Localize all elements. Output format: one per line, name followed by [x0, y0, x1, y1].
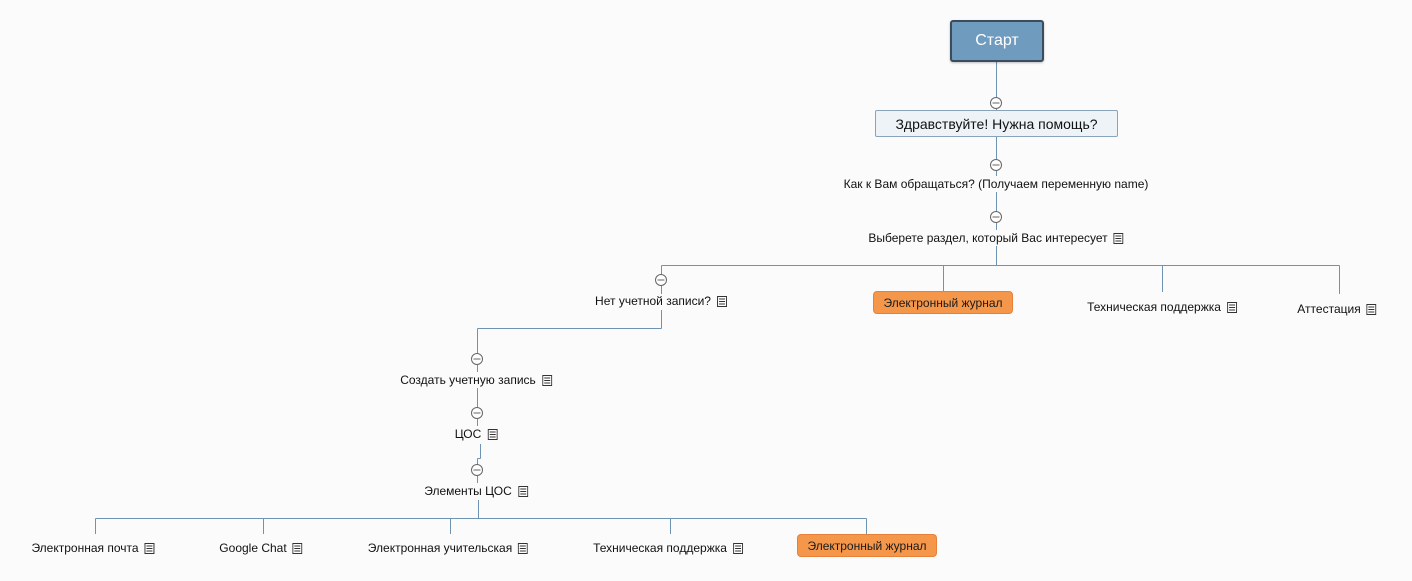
leaf-email-label: Электронная почта — [31, 541, 139, 555]
note-icon[interactable] — [1366, 303, 1377, 315]
tech-support-node[interactable]: Техническая поддержка — [1087, 299, 1237, 315]
choose-section-node[interactable]: Выберете раздел, который Вас интересует — [868, 230, 1124, 246]
leaf-journal-label: Электронный журнал — [807, 538, 927, 553]
ask-name-node[interactable]: Как к Вам обращаться? (Получаем переменн… — [844, 176, 1149, 192]
attestation-label: Аттестация — [1297, 302, 1361, 316]
choose-section-label: Выберете раздел, который Вас интересует — [868, 231, 1108, 245]
create-account-node[interactable]: Создать учетную запись — [400, 372, 552, 388]
tech-support-label: Техническая поддержка — [1087, 300, 1221, 314]
minus-circle-icon[interactable] — [471, 407, 483, 419]
note-icon[interactable] — [144, 542, 155, 554]
greeting-node-label: Здравствуйте! Нужна помощь? — [895, 115, 1098, 132]
note-icon[interactable] — [541, 374, 552, 386]
create-account-label: Создать учетную запись — [400, 373, 536, 387]
leaf-teachers-room-label: Электронная учительская — [367, 541, 513, 555]
minus-circle-icon[interactable] — [471, 353, 483, 365]
start-node[interactable]: Старт — [950, 20, 1044, 62]
note-icon[interactable] — [1226, 301, 1237, 313]
note-icon[interactable] — [1113, 232, 1124, 244]
tsos-label: ЦОС — [454, 427, 482, 441]
note-icon[interactable] — [732, 542, 743, 554]
minus-circle-icon[interactable] — [990, 97, 1002, 109]
attestation-node[interactable]: Аттестация — [1297, 301, 1377, 317]
start-node-label: Старт — [975, 32, 1019, 49]
leaf-tech-support-node[interactable]: Техническая поддержка — [593, 540, 743, 556]
note-icon[interactable] — [487, 428, 498, 440]
ask-name-label: Как к Вам обращаться? (Получаем переменн… — [843, 177, 1149, 191]
leaf-teachers-room-node[interactable]: Электронная учительская — [367, 540, 529, 556]
minus-circle-icon[interactable] — [990, 159, 1002, 171]
leaf-email-node[interactable]: Электронная почта — [31, 540, 155, 556]
minus-circle-icon[interactable] — [990, 211, 1002, 223]
tsos-node[interactable]: ЦОС — [455, 426, 498, 442]
note-icon[interactable] — [716, 295, 727, 307]
minus-circle-icon[interactable] — [655, 274, 667, 286]
note-icon[interactable] — [292, 542, 303, 554]
tsos-elements-label: Элементы ЦОС — [424, 484, 512, 498]
tsos-elements-node[interactable]: Элементы ЦОС — [424, 483, 528, 499]
leaf-google-chat-label: Google Chat — [219, 541, 287, 555]
no-account-label: Нет учетной записи? — [595, 294, 711, 308]
leaf-tech-support-label: Техническая поддержка — [593, 541, 727, 555]
leaf-journal-node[interactable]: Электронный журнал — [797, 534, 937, 557]
minus-circle-icon[interactable] — [471, 464, 483, 476]
greeting-node[interactable]: Здравствуйте! Нужна помощь? — [875, 110, 1118, 137]
journal-node[interactable]: Электронный журнал — [873, 291, 1013, 314]
note-icon[interactable] — [518, 542, 529, 554]
journal-label: Электронный журнал — [883, 295, 1003, 310]
note-icon[interactable] — [517, 485, 528, 497]
leaf-google-chat-node[interactable]: Google Chat — [219, 540, 303, 556]
no-account-node[interactable]: Нет учетной записи? — [595, 293, 727, 309]
